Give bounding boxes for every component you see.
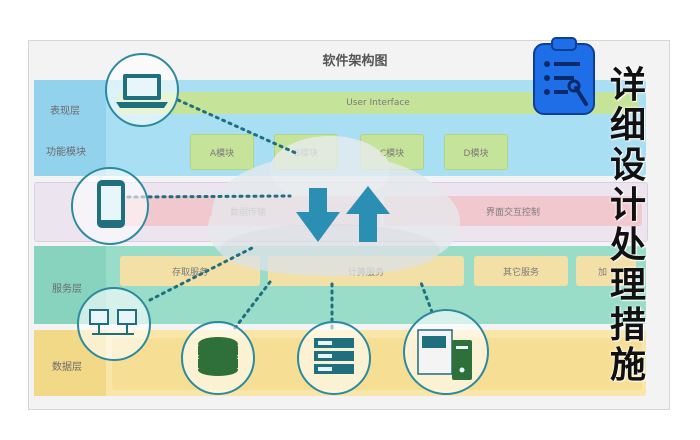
title-char: 施 — [609, 345, 646, 386]
laptop-icon — [116, 74, 168, 108]
tablet-icon — [97, 180, 125, 228]
connector-database — [233, 280, 272, 330]
network-circle — [77, 287, 151, 361]
upload-download-icon — [296, 186, 390, 242]
cloud-shape — [208, 136, 460, 276]
connector-lines — [126, 98, 434, 330]
function-layer-label: 功能模块 — [46, 147, 86, 158]
title-char: 详 — [609, 65, 646, 106]
title-char: 设 — [609, 145, 646, 186]
title-char: 处 — [609, 225, 646, 266]
diagram-title: 软件架构图 — [322, 54, 388, 69]
service-layer-label: 服务层 — [52, 284, 82, 295]
title-char: 理 — [609, 265, 646, 306]
extra-service-box: 加 — [576, 256, 636, 286]
data-layer-label: 数据层 — [52, 362, 82, 373]
document-server-icon — [417, 329, 472, 380]
connector-tablet — [126, 194, 292, 199]
server-icon — [314, 338, 354, 374]
other-service-box: 其它服务 — [474, 256, 568, 286]
clipboard-tool-icon — [533, 37, 595, 115]
presentation-label-col — [34, 80, 106, 176]
connector-docserver — [418, 278, 434, 314]
module-a: A模块 — [190, 134, 254, 170]
user-interface-bar: User Interface — [118, 92, 638, 114]
connector-network — [148, 246, 254, 302]
database-icon — [198, 337, 238, 376]
presentation-layer-label: 表现层 — [50, 106, 80, 117]
title-char: 措 — [609, 305, 646, 346]
connector-laptop — [176, 98, 300, 156]
network-icon — [89, 309, 137, 335]
vertical-title: 详 细 设 计 处 理 措 施 — [606, 66, 650, 386]
module-d: D模块 — [444, 134, 508, 170]
title-char: 细 — [609, 105, 646, 146]
title-char: 计 — [609, 185, 646, 226]
